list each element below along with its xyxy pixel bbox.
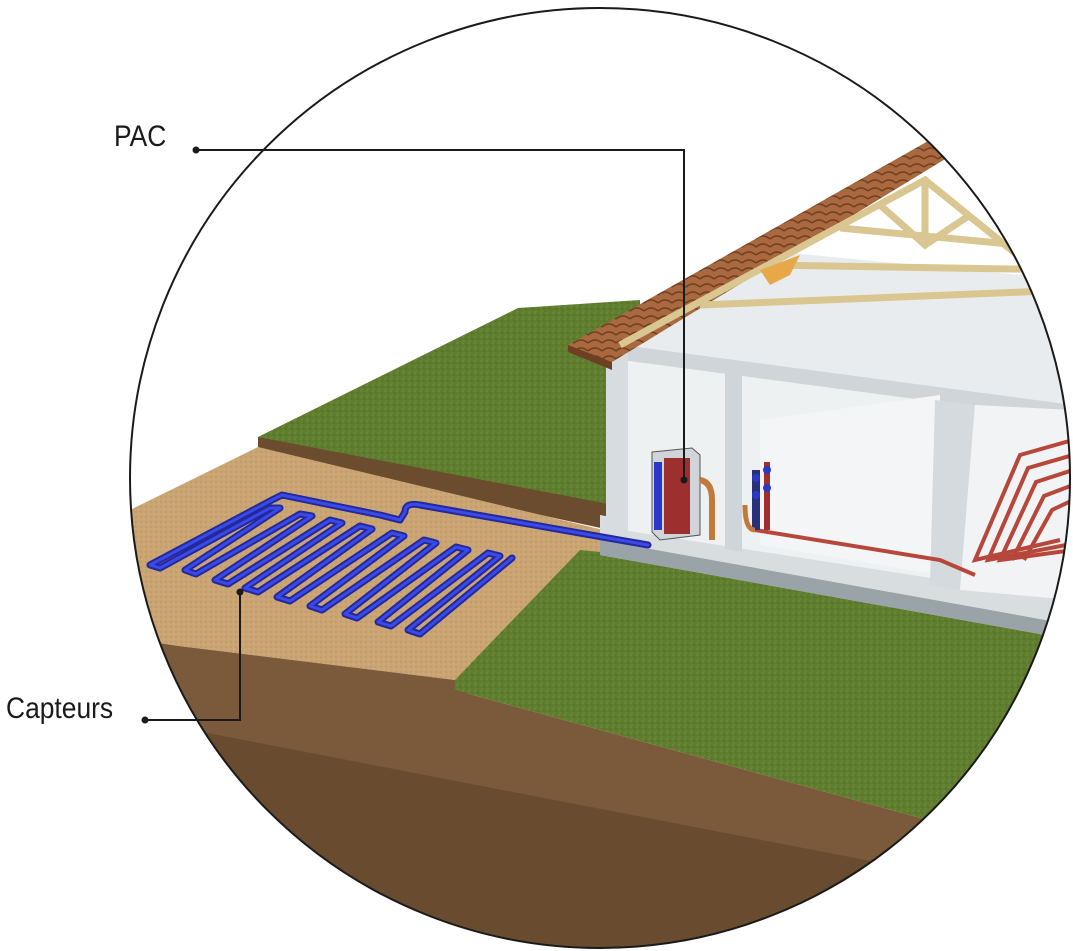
pac-label: PAC xyxy=(114,120,166,154)
capteurs-target-dot xyxy=(237,589,244,596)
pac-leader-dot xyxy=(193,147,200,154)
capteurs-leader-dot xyxy=(142,717,149,724)
capteurs-label: Capteurs xyxy=(6,692,113,726)
pac-target-dot xyxy=(681,477,688,484)
